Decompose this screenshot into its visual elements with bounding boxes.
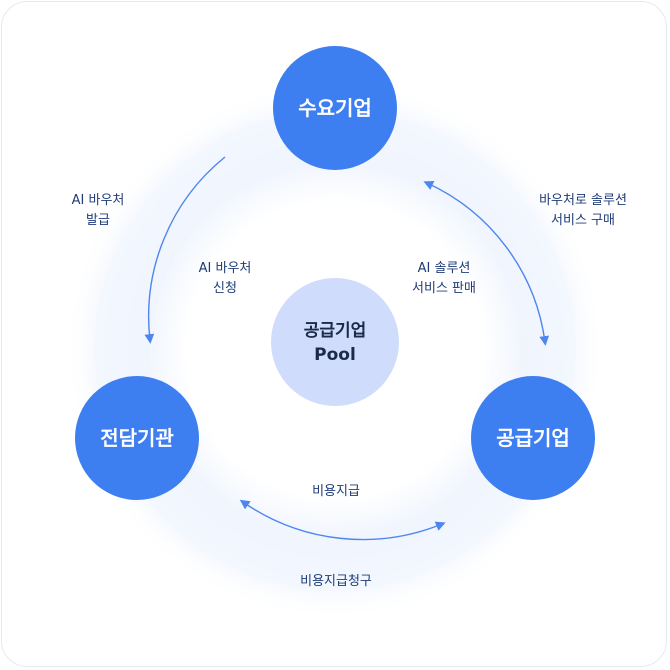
- label-solution-purchase-line2: 서비스 구매: [551, 213, 615, 228]
- pool-label-line1: 공급기업: [304, 321, 367, 341]
- label-solution-sale-line2: 서비스 판매: [412, 281, 476, 296]
- pool-label-line2: Pool: [314, 345, 356, 365]
- arrow-demand-supplier: [423, 180, 550, 346]
- supplier-node: 공급기업: [471, 376, 595, 500]
- pool-node: 공급기업 Pool: [271, 278, 399, 406]
- arrow-agency-supplier: [239, 499, 446, 541]
- supplier-label: 공급기업: [496, 426, 570, 450]
- label-payment-claim: 비용지급청구: [300, 574, 372, 589]
- demand-node: 수요기업: [273, 46, 397, 170]
- agency-label: 전담기관: [100, 426, 174, 450]
- arrow-agency-demand: [144, 156, 226, 344]
- label-voucher-apply-line1: AI 바우처: [199, 261, 252, 276]
- agency-node: 전담기관: [75, 376, 199, 500]
- demand-label: 수요기업: [298, 96, 372, 120]
- label-voucher-issue-line1: AI 바우처: [72, 193, 125, 208]
- label-voucher-apply-line2: 신청: [213, 281, 237, 296]
- label-solution-sale-line1: AI 솔루션: [418, 261, 471, 276]
- label-solution-purchase-line1: 바우처로 솔루션: [539, 193, 627, 208]
- label-voucher-issue-line2: 발급: [86, 213, 110, 228]
- label-payment: 비용지급: [312, 484, 360, 499]
